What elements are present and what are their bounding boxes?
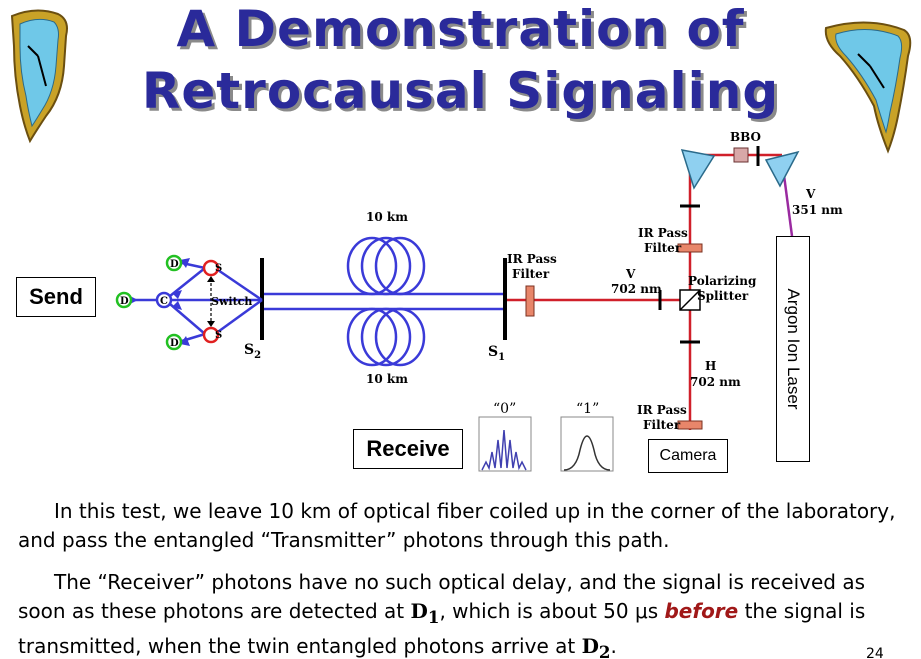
pattern-1-curve xyxy=(563,435,611,471)
svg-text:S: S xyxy=(215,263,222,274)
detector-top xyxy=(165,254,183,272)
paragraph-1: In this test, we leave 10 km of optical … xyxy=(18,497,908,555)
ir-filter-s1 xyxy=(525,285,535,317)
prism-right xyxy=(764,150,800,188)
paragraph-2: The “Receiver” photons have no such opti… xyxy=(18,570,866,659)
h702-label-2: 702 nm xyxy=(690,375,741,389)
switch-label: Switch xyxy=(211,295,252,308)
coupler-c xyxy=(155,291,173,309)
h702-label-1: H xyxy=(705,359,716,373)
switch-node-bottom xyxy=(202,326,220,344)
d2-symbol: D2 xyxy=(581,634,611,659)
svg-text:D: D xyxy=(170,259,179,270)
send-label: Send xyxy=(16,277,96,317)
ir-filter-top-label-2: Filter xyxy=(644,241,682,255)
ir-filter-bottom-label-2: Filter xyxy=(643,418,681,432)
v702-label-1: V xyxy=(625,267,636,281)
ir-filter-s1-label-2: Filter xyxy=(512,267,550,281)
experiment-diagram: BBO V 351 nm IR Pass Filter Polarizing S… xyxy=(115,130,843,472)
fiber-coil-top xyxy=(346,236,426,296)
pattern-0-curve xyxy=(481,429,527,471)
paragraph-1-text: In this test, we leave 10 km of optical … xyxy=(18,499,896,552)
switch-node-top xyxy=(202,259,220,277)
ir-filter-bottom xyxy=(677,420,703,430)
pattern-1-box xyxy=(560,416,614,472)
camera-box: Camera xyxy=(648,439,728,473)
title-line-2: Retrocausal Signaling xyxy=(141,62,780,120)
page-number: 24 xyxy=(866,646,884,659)
fiber-top-label: 10 km xyxy=(366,210,408,224)
argon-laser-label: Argon Ion Laser xyxy=(784,288,803,410)
ir-filter-top xyxy=(677,243,703,253)
s2-label: S2 xyxy=(244,342,261,361)
svg-text:D: D xyxy=(170,338,179,349)
svg-text:D: D xyxy=(120,296,129,307)
bbo-label: BBO xyxy=(730,130,761,144)
melting-clock-right-icon xyxy=(824,21,912,154)
detector-bottom xyxy=(165,333,183,351)
d1-symbol: D1 xyxy=(410,599,440,627)
fiber-bottom-label: 10 km xyxy=(366,372,408,386)
polarizing-label-2: Splitter xyxy=(697,289,749,303)
polarizing-label-1: Polarizing xyxy=(688,274,757,288)
receive-label: Receive xyxy=(353,429,463,469)
ir-filter-bottom-label-1: IR Pass xyxy=(637,403,687,417)
v702-label-2: 702 nm xyxy=(611,282,662,296)
bbo-crystal xyxy=(733,147,749,163)
v351-label-1: V xyxy=(805,187,816,201)
argon-laser-box: Argon Ion Laser xyxy=(776,236,810,462)
ir-filter-top-label-1: IR Pass xyxy=(638,226,688,240)
svg-text:C: C xyxy=(160,296,168,307)
prism-left xyxy=(680,149,716,190)
ir-filter-s1-label-1: IR Pass xyxy=(507,252,557,266)
title-line-1: A Demonstration of xyxy=(176,0,745,58)
pattern-0-label: “0” xyxy=(493,401,516,417)
v351-label-2: 351 nm xyxy=(792,203,843,217)
before-emphasis: before xyxy=(664,599,739,623)
fiber-coil-bottom xyxy=(346,307,426,367)
melting-clock-left-icon xyxy=(10,9,68,144)
pattern-1-label: “1” xyxy=(576,401,599,417)
s1-label: S1 xyxy=(488,344,505,363)
detector-middle xyxy=(115,291,133,309)
svg-text:S: S xyxy=(215,330,222,341)
